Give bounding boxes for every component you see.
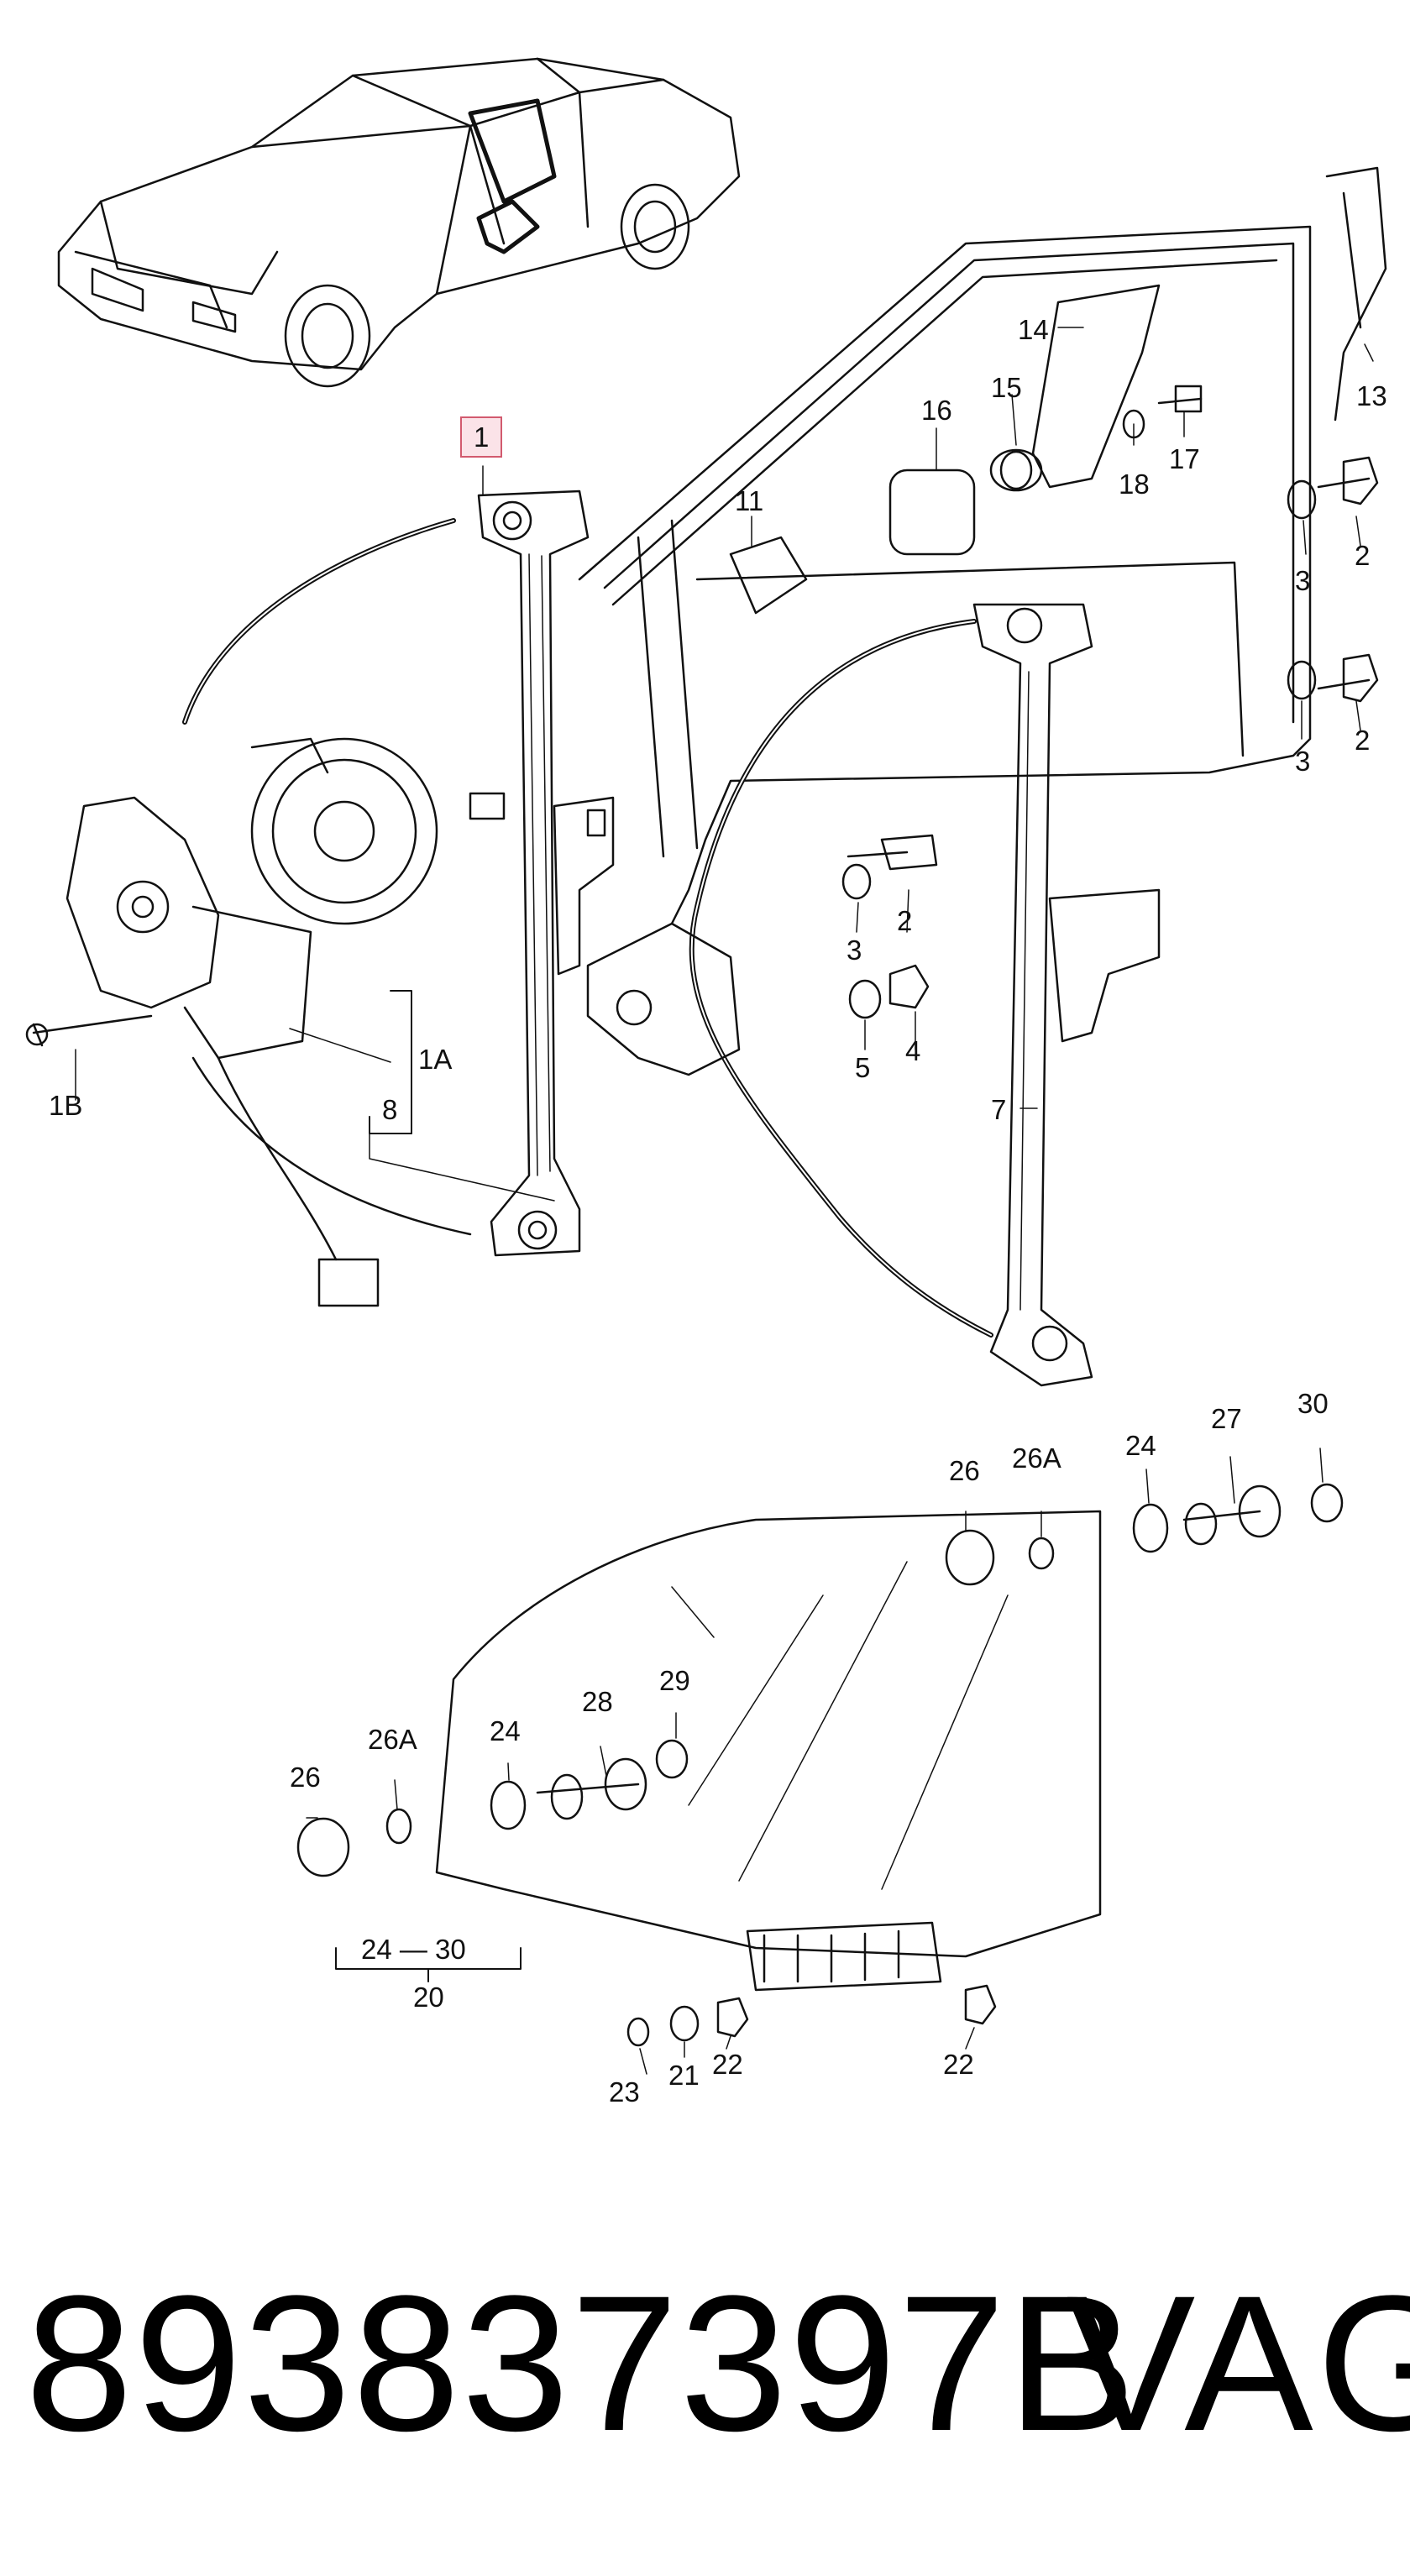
callout-20[interactable]: 20	[413, 1982, 444, 2013]
callout-21[interactable]: 21	[668, 2060, 700, 2091]
callout-1[interactable]: 1	[460, 416, 503, 458]
hardware-parts	[843, 386, 1377, 1018]
leader-lines	[76, 327, 1373, 2074]
window-regulator-left	[27, 491, 613, 1306]
window-glass	[298, 1484, 1342, 2045]
callout-1A[interactable]: 1A	[418, 1044, 453, 1075]
callout-24a[interactable]: 24	[1125, 1430, 1156, 1461]
callout-27[interactable]: 27	[1211, 1403, 1242, 1434]
callout-14[interactable]: 14	[1018, 314, 1049, 345]
callout-11[interactable]: 11	[735, 485, 764, 516]
callout-18[interactable]: 18	[1119, 469, 1150, 500]
car-illustration	[59, 59, 739, 386]
callout-22a[interactable]: 22	[712, 2049, 743, 2080]
callout-2c[interactable]: 2	[897, 905, 913, 936]
label-brackets	[336, 991, 521, 1982]
callout-3a[interactable]: 3	[1295, 565, 1311, 596]
door-frame	[579, 168, 1386, 924]
callout-29[interactable]: 29	[659, 1665, 690, 1696]
callout-26b[interactable]: 26	[290, 1762, 321, 1793]
callout-7[interactable]: 7	[991, 1094, 1007, 1125]
callout-3c[interactable]: 3	[847, 935, 862, 966]
callout-2b[interactable]: 2	[1355, 725, 1371, 756]
parts-diagram	[0, 0, 1410, 2149]
callout-17[interactable]: 17	[1169, 443, 1200, 474]
callout-3b[interactable]: 3	[1295, 746, 1311, 777]
callout-13[interactable]: 13	[1356, 380, 1387, 411]
callout-8[interactable]: 8	[382, 1094, 398, 1125]
callout-1B[interactable]: 1B	[49, 1090, 83, 1121]
callout-4[interactable]: 4	[905, 1035, 921, 1066]
brand-label: VAG	[1067, 2255, 1410, 2471]
callout-5[interactable]: 5	[855, 1052, 871, 1083]
part-number: 893837397B	[25, 2255, 1138, 2471]
callout-23[interactable]: 23	[609, 2076, 640, 2107]
callout-30[interactable]: 30	[1297, 1388, 1329, 1419]
callout-15[interactable]: 15	[991, 372, 1022, 403]
callout-24-30[interactable]: 24 — 30	[361, 1934, 466, 1965]
callout-2a[interactable]: 2	[1355, 540, 1371, 571]
callout-26Ab[interactable]: 26A	[368, 1724, 417, 1755]
callout-28[interactable]: 28	[582, 1686, 613, 1717]
callout-16[interactable]: 16	[921, 395, 952, 426]
callout-26a[interactable]: 26	[949, 1455, 980, 1486]
callout-24b[interactable]: 24	[490, 1715, 521, 1746]
window-regulator-right	[588, 605, 1159, 1385]
callout-26Aa[interactable]: 26A	[1012, 1442, 1061, 1474]
callout-22b[interactable]: 22	[943, 2049, 974, 2080]
